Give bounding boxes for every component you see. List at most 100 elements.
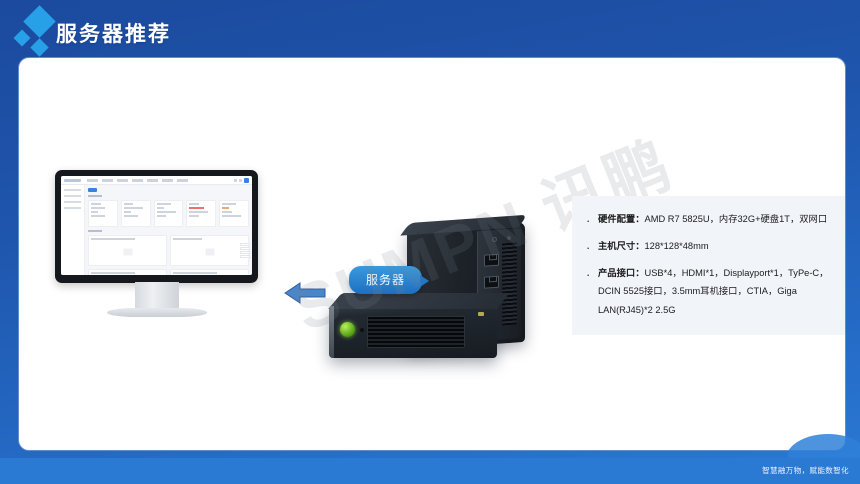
footer-bar: 智慧融万物，赋能数智化	[0, 458, 860, 484]
chart-placeholder-icon	[205, 248, 214, 256]
antenna-connector-icon	[478, 312, 484, 316]
dashboard-logo	[64, 179, 81, 182]
front-vent-grille	[367, 316, 465, 348]
diamond-medium-icon	[13, 29, 31, 47]
dashboard-avatar	[244, 178, 249, 183]
dc-in-jack-icon	[492, 236, 497, 243]
dashboard-menu-item	[87, 179, 98, 182]
footer-corner-decoration	[788, 434, 860, 458]
dashboard-kpi-row	[88, 200, 249, 227]
dashboard-body	[85, 185, 252, 275]
dashboard-float-buttons	[240, 243, 250, 259]
dashboard-warn-line	[222, 207, 230, 209]
spec-key: 产品接口：	[598, 268, 645, 279]
dashboard-mockup	[61, 176, 252, 275]
chart-placeholder-icon	[123, 248, 132, 256]
dashboard-menu	[87, 179, 188, 182]
dashboard-section-label	[88, 195, 102, 197]
device-callout-label: 服务器	[349, 266, 430, 294]
power-led-icon	[507, 235, 511, 241]
dashboard-text-line	[91, 215, 106, 217]
dashboard-sidebar	[61, 185, 85, 275]
spec-list-box: 硬件配置：AMD R7 5825U，内存32G+硬盘1T，双网口 主机尺寸：12…	[572, 196, 845, 335]
dashboard-text-line	[189, 211, 209, 213]
ethernet-port-1-icon	[484, 253, 499, 267]
dashboard-chart-title	[91, 238, 135, 240]
monitor-illustration	[55, 170, 265, 330]
dashboard-card	[186, 200, 217, 227]
spec-key: 硬件配置：	[598, 214, 645, 224]
dashboard-text-line	[91, 203, 101, 205]
spec-value: AMD R7 5825U，内存32G+硬盘1T，双网口	[644, 214, 828, 224]
dashboard-card	[120, 200, 151, 227]
dashboard-sidebar-item	[64, 201, 81, 203]
dashboard-menu-item	[162, 179, 173, 182]
dashboard-sidebar-item	[64, 195, 81, 197]
dashboard-active-tab	[88, 188, 97, 192]
dashboard-alert-line	[189, 207, 204, 209]
ethernet-port-2-icon	[484, 275, 499, 289]
server-side-strip	[329, 306, 334, 358]
dashboard-top-icon	[239, 179, 242, 182]
dashboard-text-line	[156, 207, 164, 209]
dashboard-text-line	[222, 203, 237, 205]
dashboard-chart-row-2	[88, 269, 249, 275]
dashboard-text-line	[156, 211, 176, 213]
vent-grille	[502, 242, 517, 326]
float-button	[240, 251, 250, 254]
power-button-icon	[340, 322, 355, 337]
dashboard-section-label	[88, 230, 102, 232]
spec-value: USB*4，HDMI*1，Displayport*1，TyPe-C，DCIN 5…	[598, 268, 829, 315]
dashboard-chart-card	[88, 269, 167, 275]
server-device-illustration	[328, 214, 564, 393]
decorative-diamonds	[10, 4, 60, 57]
dashboard-sidebar-item	[64, 189, 81, 191]
dashboard-top-icon	[234, 179, 237, 182]
dashboard-topbar-right	[234, 178, 249, 183]
dashboard-card	[153, 200, 184, 227]
list-item: 主机尺寸：128*128*48mm	[585, 235, 845, 261]
audio-jack-icon	[360, 328, 364, 332]
monitor-stand-neck	[135, 282, 179, 310]
dashboard-chart-card	[88, 235, 167, 266]
monitor-stand-base	[107, 308, 207, 317]
dashboard-text-line	[91, 211, 99, 213]
dashboard-text-line	[123, 215, 139, 217]
dashboard-text-line	[123, 211, 131, 213]
dashboard-text-line	[123, 203, 134, 205]
diamond-large-icon	[23, 5, 56, 38]
dashboard-text-line	[189, 215, 199, 217]
list-item: 产品接口：USB*4，HDMI*1，Displayport*1，TyPe-C，D…	[585, 262, 845, 318]
dashboard-menu-item	[102, 179, 113, 182]
dashboard-chart-row	[88, 235, 249, 266]
dashboard-chart-card	[170, 235, 249, 266]
dashboard-text-line	[222, 211, 232, 213]
dashboard-menu-item	[132, 179, 143, 182]
spec-value: 128*128*48mm	[644, 241, 709, 252]
dashboard-sidebar-item	[64, 207, 81, 209]
diamond-small-icon	[30, 38, 49, 57]
page-title: 服务器推荐	[56, 23, 171, 46]
dashboard-text-line	[189, 203, 199, 205]
spec-key: 主机尺寸：	[598, 241, 645, 252]
dashboard-card	[88, 200, 118, 227]
dashboard-chart-card	[170, 269, 249, 275]
float-button	[240, 255, 250, 258]
dashboard-card	[219, 200, 249, 227]
dashboard-text-line	[156, 215, 167, 217]
flow-arrow-left-icon	[283, 280, 327, 306]
dashboard-text-line	[222, 215, 242, 217]
server-flat-top-face	[328, 293, 510, 309]
dashboard-menu-item	[147, 179, 158, 182]
dashboard-menu-item	[117, 179, 128, 182]
dashboard-menu-item	[177, 179, 188, 182]
server-unit-flat	[328, 293, 510, 358]
dashboard-topbar	[61, 176, 252, 185]
dashboard-chart-title	[173, 272, 217, 274]
dashboard-text-line	[156, 203, 171, 205]
dashboard-chart-title	[91, 272, 135, 274]
spec-list: 硬件配置：AMD R7 5825U，内存32G+硬盘1T，双网口 主机尺寸：12…	[585, 208, 845, 319]
dashboard-chart-title	[173, 238, 203, 240]
footer-slogan: 智慧融万物，赋能数智化	[762, 466, 849, 475]
